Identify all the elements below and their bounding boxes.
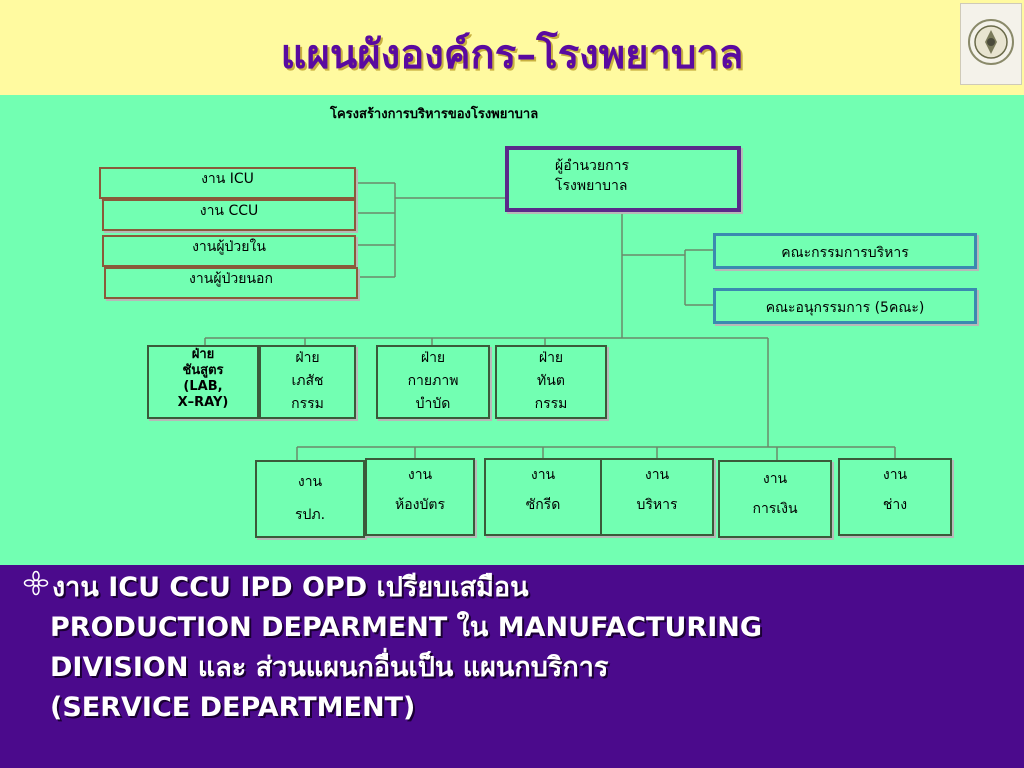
division-pharmacy-line: กรรม bbox=[291, 396, 324, 412]
service-maintenance-line: งาน bbox=[882, 467, 908, 483]
division-physio-line: ฝ่าย bbox=[420, 350, 446, 366]
division-lab-line: X–RAY) bbox=[177, 395, 229, 410]
service-security-line: งาน bbox=[297, 474, 323, 490]
service-maintenance-line: ช่าง bbox=[882, 497, 908, 513]
service-laundry-line: งาน bbox=[530, 467, 556, 483]
bullet-line-4: (SERVICE DEPARTMENT) bbox=[50, 692, 416, 723]
service-laundry-line: ซักรีด bbox=[525, 497, 561, 513]
service-laundry: งาน ซักรีด bbox=[484, 458, 602, 536]
service-finance-line: การเงิน bbox=[752, 501, 798, 517]
division-lab-line: ฝ่าย bbox=[191, 347, 215, 362]
committee-label-admin: คณะกรรมการบริหาร bbox=[781, 245, 909, 261]
left-unit-label: งานผู้ป่วยนอก bbox=[189, 271, 273, 287]
division-lab: ฝ่าย ชันสูตร (LAB, X–RAY) bbox=[147, 345, 259, 419]
division-lab-line: (LAB, bbox=[183, 379, 223, 394]
service-security-line: รปภ. bbox=[294, 507, 326, 523]
left-unit-label: งาน CCU bbox=[199, 203, 259, 219]
committee-label-sub: คณะอนุกรรมการ (5คณะ) bbox=[765, 300, 925, 316]
service-registry-line: ห้องบัตร bbox=[395, 497, 445, 513]
chart-subtitle: โครงสร้างการบริหารของโรงพยาบาล bbox=[330, 107, 539, 122]
committee-box-sub: คณะอนุกรรมการ (5คณะ) bbox=[713, 288, 977, 324]
university-seal-logo bbox=[960, 3, 1022, 85]
director-box: ผู้อำนวยการ โรงพยาบาล bbox=[505, 146, 741, 212]
left-unit-label: งานผู้ป่วยใน bbox=[192, 239, 266, 255]
service-registry-line: งาน bbox=[407, 467, 433, 483]
division-pharmacy: ฝ่าย เภสัช กรรม bbox=[259, 345, 356, 419]
division-pharmacy-line: เภสัช bbox=[291, 373, 324, 389]
division-lab-line: ชันสูตร bbox=[182, 363, 224, 378]
division-pharmacy-line: ฝ่าย bbox=[295, 350, 320, 366]
service-admin-line: บริหาร bbox=[636, 497, 678, 513]
left-unit-label: งาน ICU bbox=[201, 171, 254, 187]
division-physio-line: บำบัด bbox=[415, 396, 451, 412]
service-admin-line: งาน bbox=[644, 467, 670, 483]
org-chart: โครงสร้างการบริหารของโรงพยาบาล ผู้อำนวยก… bbox=[0, 95, 1024, 565]
service-admin: งาน บริหาร bbox=[600, 458, 714, 536]
flower-bullet-icon bbox=[20, 568, 52, 608]
service-finance: งาน การเงิน bbox=[718, 460, 832, 538]
bullet-text-block: งาน ICU CCU IPD OPD เปรียบเสมือน PRODUCT… bbox=[20, 568, 1010, 728]
director-line-2: โรงพยาบาล bbox=[555, 178, 628, 194]
left-unit-icu: งาน ICU bbox=[99, 167, 356, 199]
committee-box-admin: คณะกรรมการบริหาร bbox=[713, 233, 977, 269]
division-dental-line: ทันต bbox=[537, 373, 565, 389]
service-registry: งาน ห้องบัตร bbox=[365, 458, 475, 536]
division-dental-line: ฝ่าย bbox=[538, 350, 564, 366]
service-finance-line: งาน bbox=[762, 471, 788, 487]
org-chart-connectors bbox=[204, 182, 896, 460]
title-bar: แผนผังองค์กร–โรงพยาบาล bbox=[0, 0, 1024, 95]
left-unit-ccu: งาน CCU bbox=[102, 199, 356, 231]
division-dental-line: กรรม bbox=[534, 396, 568, 412]
service-maintenance: งาน ช่าง bbox=[838, 458, 952, 536]
page-title: แผนผังองค์กร–โรงพยาบาล bbox=[280, 31, 744, 78]
bullet-line-2: PRODUCTION DEPARMENT ใน MANUFACTURING bbox=[50, 612, 762, 643]
division-physio: ฝ่าย กายภาพ บำบัด bbox=[376, 345, 490, 419]
left-unit-ipd: งานผู้ป่วยใน bbox=[102, 235, 356, 267]
division-physio-line: กายภาพ bbox=[407, 373, 459, 389]
service-security: งาน รปภ. bbox=[255, 460, 365, 538]
division-dental: ฝ่าย ทันต กรรม bbox=[495, 345, 607, 419]
bullet-line-3: DIVISION และ ส่วนแผนกอื่นเป็น แผนกบริการ bbox=[50, 652, 609, 683]
left-unit-opd: งานผู้ป่วยนอก bbox=[104, 267, 358, 299]
bullet-line-1: งาน ICU CCU IPD OPD เปรียบเสมือน bbox=[52, 572, 529, 603]
director-line-1: ผู้อำนวยการ bbox=[555, 158, 629, 174]
